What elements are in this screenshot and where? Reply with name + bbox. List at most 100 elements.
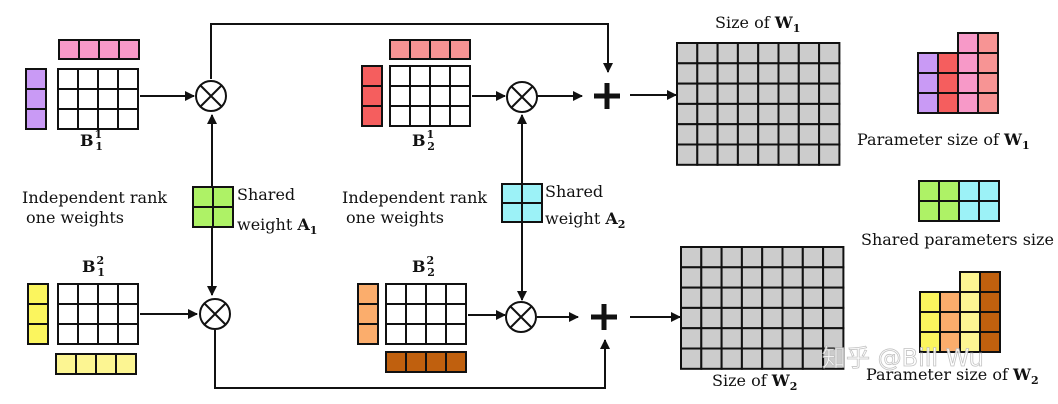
matrix-cell: [409, 105, 431, 127]
matrix-cell: [425, 303, 447, 325]
weight-cell: [700, 266, 723, 289]
matrix-cell: [425, 323, 447, 345]
param-size-w2-label: Parameter size of W2: [866, 365, 1039, 387]
vector-cell: [405, 351, 427, 373]
weight-cell: [696, 143, 719, 166]
vector-cell: [27, 323, 49, 345]
vector-cell: [357, 323, 379, 345]
param-cell: [979, 311, 1001, 333]
param-cell: [957, 52, 979, 74]
weight-cell: [696, 82, 719, 105]
weight-cell: [781, 286, 804, 309]
vector-cell: [357, 303, 379, 325]
param-cell: [979, 271, 1001, 293]
weight-cell: [736, 42, 760, 65]
param-cell: [917, 92, 939, 114]
weight-cell: [757, 102, 780, 126]
param-cell: [957, 72, 979, 94]
matrix-cell: [429, 85, 451, 107]
shared-param-cell: [978, 180, 1000, 202]
matrix-cell: [117, 68, 139, 90]
param-size-w1-label: Parameter size of W1: [857, 130, 1030, 152]
weight-cell: [757, 123, 780, 146]
weight-cell: [716, 123, 739, 146]
weight-cell: [700, 327, 723, 350]
b12-matrix: [57, 283, 139, 345]
weight-cell: [740, 246, 764, 269]
plus-icon: [594, 83, 620, 109]
weight-cell: [676, 82, 699, 105]
param-cell: [917, 52, 939, 74]
matrix-cell: [445, 323, 467, 345]
vector-cell: [58, 39, 80, 60]
vector-cell: [361, 105, 383, 127]
weight-cell: [801, 286, 825, 309]
b11-left-vector: [25, 68, 47, 130]
param-cell: [979, 291, 1001, 313]
param-cell: [919, 291, 941, 313]
shared-a2-line2: weight A2: [545, 209, 625, 231]
weight-cell: [676, 102, 699, 126]
arrow-skip-to-plus2: [214, 330, 610, 389]
shared-param-cell: [978, 200, 1000, 222]
param-cell: [977, 32, 999, 54]
param-cell: [979, 331, 1001, 353]
weight-cell: [740, 286, 764, 309]
matrix-cell: [57, 283, 79, 305]
weight-cell: [781, 327, 804, 350]
matrix-cell: [445, 283, 467, 305]
weight-cell: [781, 347, 804, 370]
matrix-cell: [385, 323, 407, 345]
weight-cell: [761, 306, 784, 330]
param-cell: [977, 52, 999, 74]
weight-cell: [777, 62, 800, 85]
weight-cell: [740, 347, 764, 370]
weight-cell: [716, 62, 739, 85]
vector-cell: [98, 39, 120, 60]
matrix-cell: [389, 85, 411, 107]
vector-cell: [115, 353, 137, 375]
weight-cell: [801, 347, 825, 370]
weight-cell: [797, 123, 821, 146]
weight-cell: [822, 347, 845, 370]
weight-cell: [801, 306, 825, 330]
shared-param-cell: [938, 200, 960, 222]
watermark: 知乎 @Bill Wu: [822, 344, 984, 372]
shared-weight-a1: [192, 186, 234, 228]
vector-cell: [449, 39, 471, 60]
weight-cell: [797, 62, 821, 85]
weight-cell: [720, 327, 743, 350]
weight-cell: [700, 306, 723, 330]
matrix-cell: [449, 85, 471, 107]
vector-cell: [429, 39, 451, 60]
param-size-w1-blocks: [917, 32, 999, 114]
weight-cell: [696, 123, 719, 146]
matrix-cell: [449, 105, 471, 127]
matrix-cell: [389, 65, 411, 87]
param-cell: [937, 52, 959, 74]
shared-cell: [192, 206, 214, 228]
vector-cell: [361, 65, 383, 87]
param-cell: [977, 72, 999, 94]
weight-cell: [676, 62, 699, 85]
b21-matrix: [389, 65, 471, 127]
vector-cell: [445, 351, 467, 373]
multiply-operator-3: [506, 81, 538, 113]
weight-cell: [781, 266, 804, 289]
weight-cell: [716, 102, 739, 126]
matrix-cell: [405, 303, 427, 325]
param-cell: [939, 311, 961, 333]
weight-cell: [700, 246, 723, 269]
weight-cell: [700, 286, 723, 309]
vector-cell: [389, 39, 411, 60]
weight-cell: [818, 62, 841, 85]
weight-cell: [680, 347, 703, 370]
plus-icon: [591, 304, 617, 330]
matrix-cell: [57, 323, 79, 345]
matrix-cell: [409, 85, 431, 107]
